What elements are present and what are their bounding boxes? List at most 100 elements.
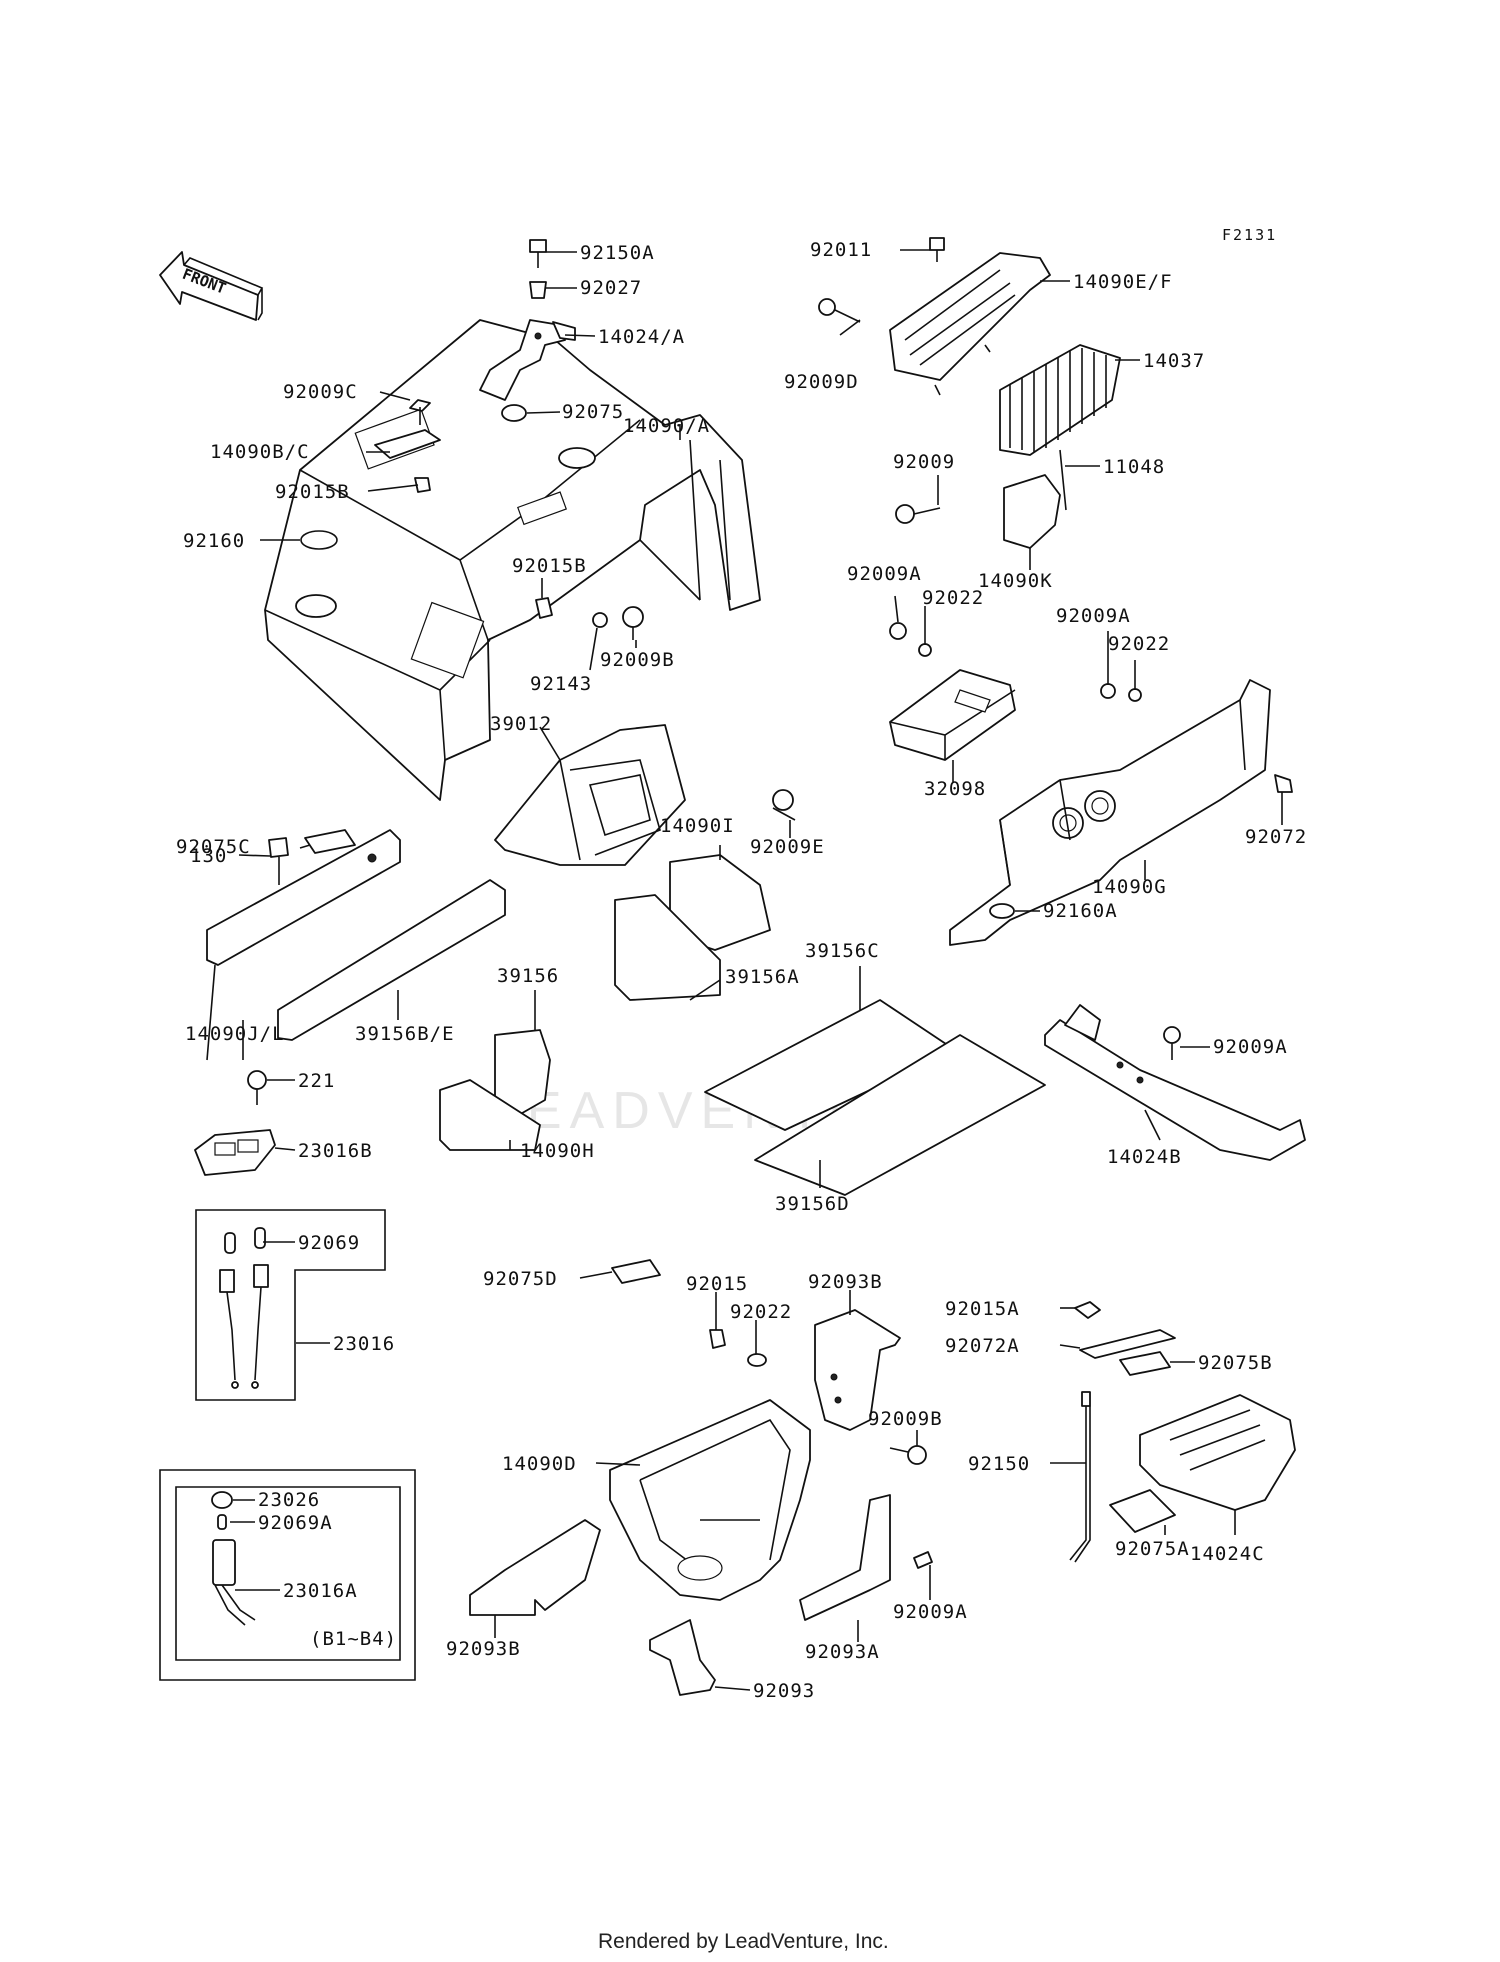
cover-14090i-shape [669,789,796,951]
part-label: 92093A [805,1641,880,1663]
grille-14090ef-shape [889,252,1051,396]
leader-lines [230,249,1283,1691]
collar-92027-shape [529,281,547,299]
rod-92150-shape [1069,1391,1091,1563]
part-label: 14090K [978,570,1053,592]
part-label: 92150A [580,242,655,264]
part-label: 92093 [753,1680,815,1702]
part-label: 14090/A [623,415,710,437]
part-label: 92027 [580,277,642,299]
part-label: 92009B [868,1408,943,1430]
bolt-92009a-lower-shape [913,1551,933,1569]
plate-14090bc-shape [374,399,441,493]
part-label: 92009D [784,371,859,393]
switch-23016b-shape [194,1070,276,1176]
part-label: 221 [298,1070,335,1092]
part-label: 92009C [283,381,358,403]
grommet-92160-shape [300,530,338,550]
part-label: 92093B [446,1638,521,1660]
part-label: 92009E [750,836,825,858]
panel-14090g-shape [949,679,1293,946]
nut-92015-shape [709,1329,767,1367]
part-label: 92009A [847,563,922,585]
part-label: 130 [190,845,227,867]
group-variant-label: (B1~B4) [310,1628,397,1650]
duct-39012-shape [494,724,686,866]
part-label: 92009A [1056,605,1131,627]
bolt-92009b-shape [592,606,644,640]
pad-92075a-shape [1109,1489,1176,1533]
plate-14090k-shape [895,449,1067,549]
bracket-92093b-shape [814,1309,927,1465]
part-label: 32098 [924,778,986,800]
part-label: 92022 [1108,633,1170,655]
part-label: 92072A [945,1335,1020,1357]
front-arrow-icon: FRONT [159,251,264,321]
fins-14037-shape [999,344,1121,456]
cover-14024c-shape [1139,1394,1296,1511]
part-label: 39156A [725,966,800,988]
part-label: 92009 [893,451,955,473]
part-label: 92022 [730,1301,792,1323]
foam-39156be-shape [277,879,506,1041]
screw-92150a-shape [529,239,547,268]
part-label: 92075D [483,1268,558,1290]
part-label: 14090J/L [185,1023,285,1045]
part-label: 92015B [512,555,587,577]
part-label: 14024/A [598,326,685,348]
part-label: 14090G [1092,876,1167,898]
part-label: 92160A [1043,900,1118,922]
part-label: 92075 [562,401,624,423]
bracket-92093-shape [649,1619,716,1696]
part-label: 92022 [922,587,984,609]
part-label: 14090B/C [210,441,310,463]
part-label: 92143 [530,673,592,695]
part-label: 92011 [810,239,872,261]
part-label: 92009A [893,1601,968,1623]
part-label: 39156C [805,940,880,962]
housing-14090d-shape [609,1399,811,1601]
part-label: 23016A [283,1580,358,1602]
footer-credit: Rendered by LeadVenture, Inc. [598,1930,889,1953]
bracket-92093a-shape [799,1494,891,1621]
part-label: 92093B [808,1271,883,1293]
grommet-92160a-shape [989,903,1015,919]
part-label: 92015 [686,1273,748,1295]
cover-14090h-shape [439,1079,541,1151]
pad-92075b-shape [1119,1351,1171,1376]
part-label: 92015A [945,1298,1020,1320]
group-23016-box [195,1209,386,1401]
part-label: 23026 [258,1489,320,1511]
bolt-92009d-shape [818,298,861,323]
sheet-39156d-shape [754,1034,1046,1196]
part-label: 11048 [1103,456,1165,478]
part-label: 92075B [1198,1352,1273,1374]
clip-92015b-shape [535,597,553,619]
pad-92075c-shape [304,829,356,854]
part-label: 92075A [1115,1538,1190,1560]
cover-14090jl-shape [206,829,401,1061]
part-label: 14090I [660,815,735,837]
part-label: 92160 [183,530,245,552]
part-label: 23016B [298,1140,373,1162]
part-label: 92072 [1245,826,1307,848]
part-label: 39012 [490,713,552,735]
strap-92072a-shape [1074,1301,1176,1359]
box-32098-shape [889,622,1016,761]
tray-14024b-shape [1044,1004,1306,1161]
grommet-92075-shape [501,404,527,422]
sheet-code: F2131 [1222,226,1277,244]
part-label: 14037 [1143,350,1205,372]
part-number-labels: 92150A 92027 14024/A 92075 14090/A 92009… [176,239,1307,1702]
part-label: 92069 [298,1232,360,1254]
part-label: 14090H [520,1140,595,1162]
part-label: 92069A [258,1512,333,1534]
part-label: 92009A [1213,1036,1288,1058]
part-label: 92009B [600,649,675,671]
part-label: 14024C [1190,1543,1265,1565]
part-label: 39156B/E [355,1023,455,1045]
part-label: 23016 [333,1333,395,1355]
part-label: 14090E/F [1073,271,1173,293]
pad-92075d-shape [611,1259,661,1284]
